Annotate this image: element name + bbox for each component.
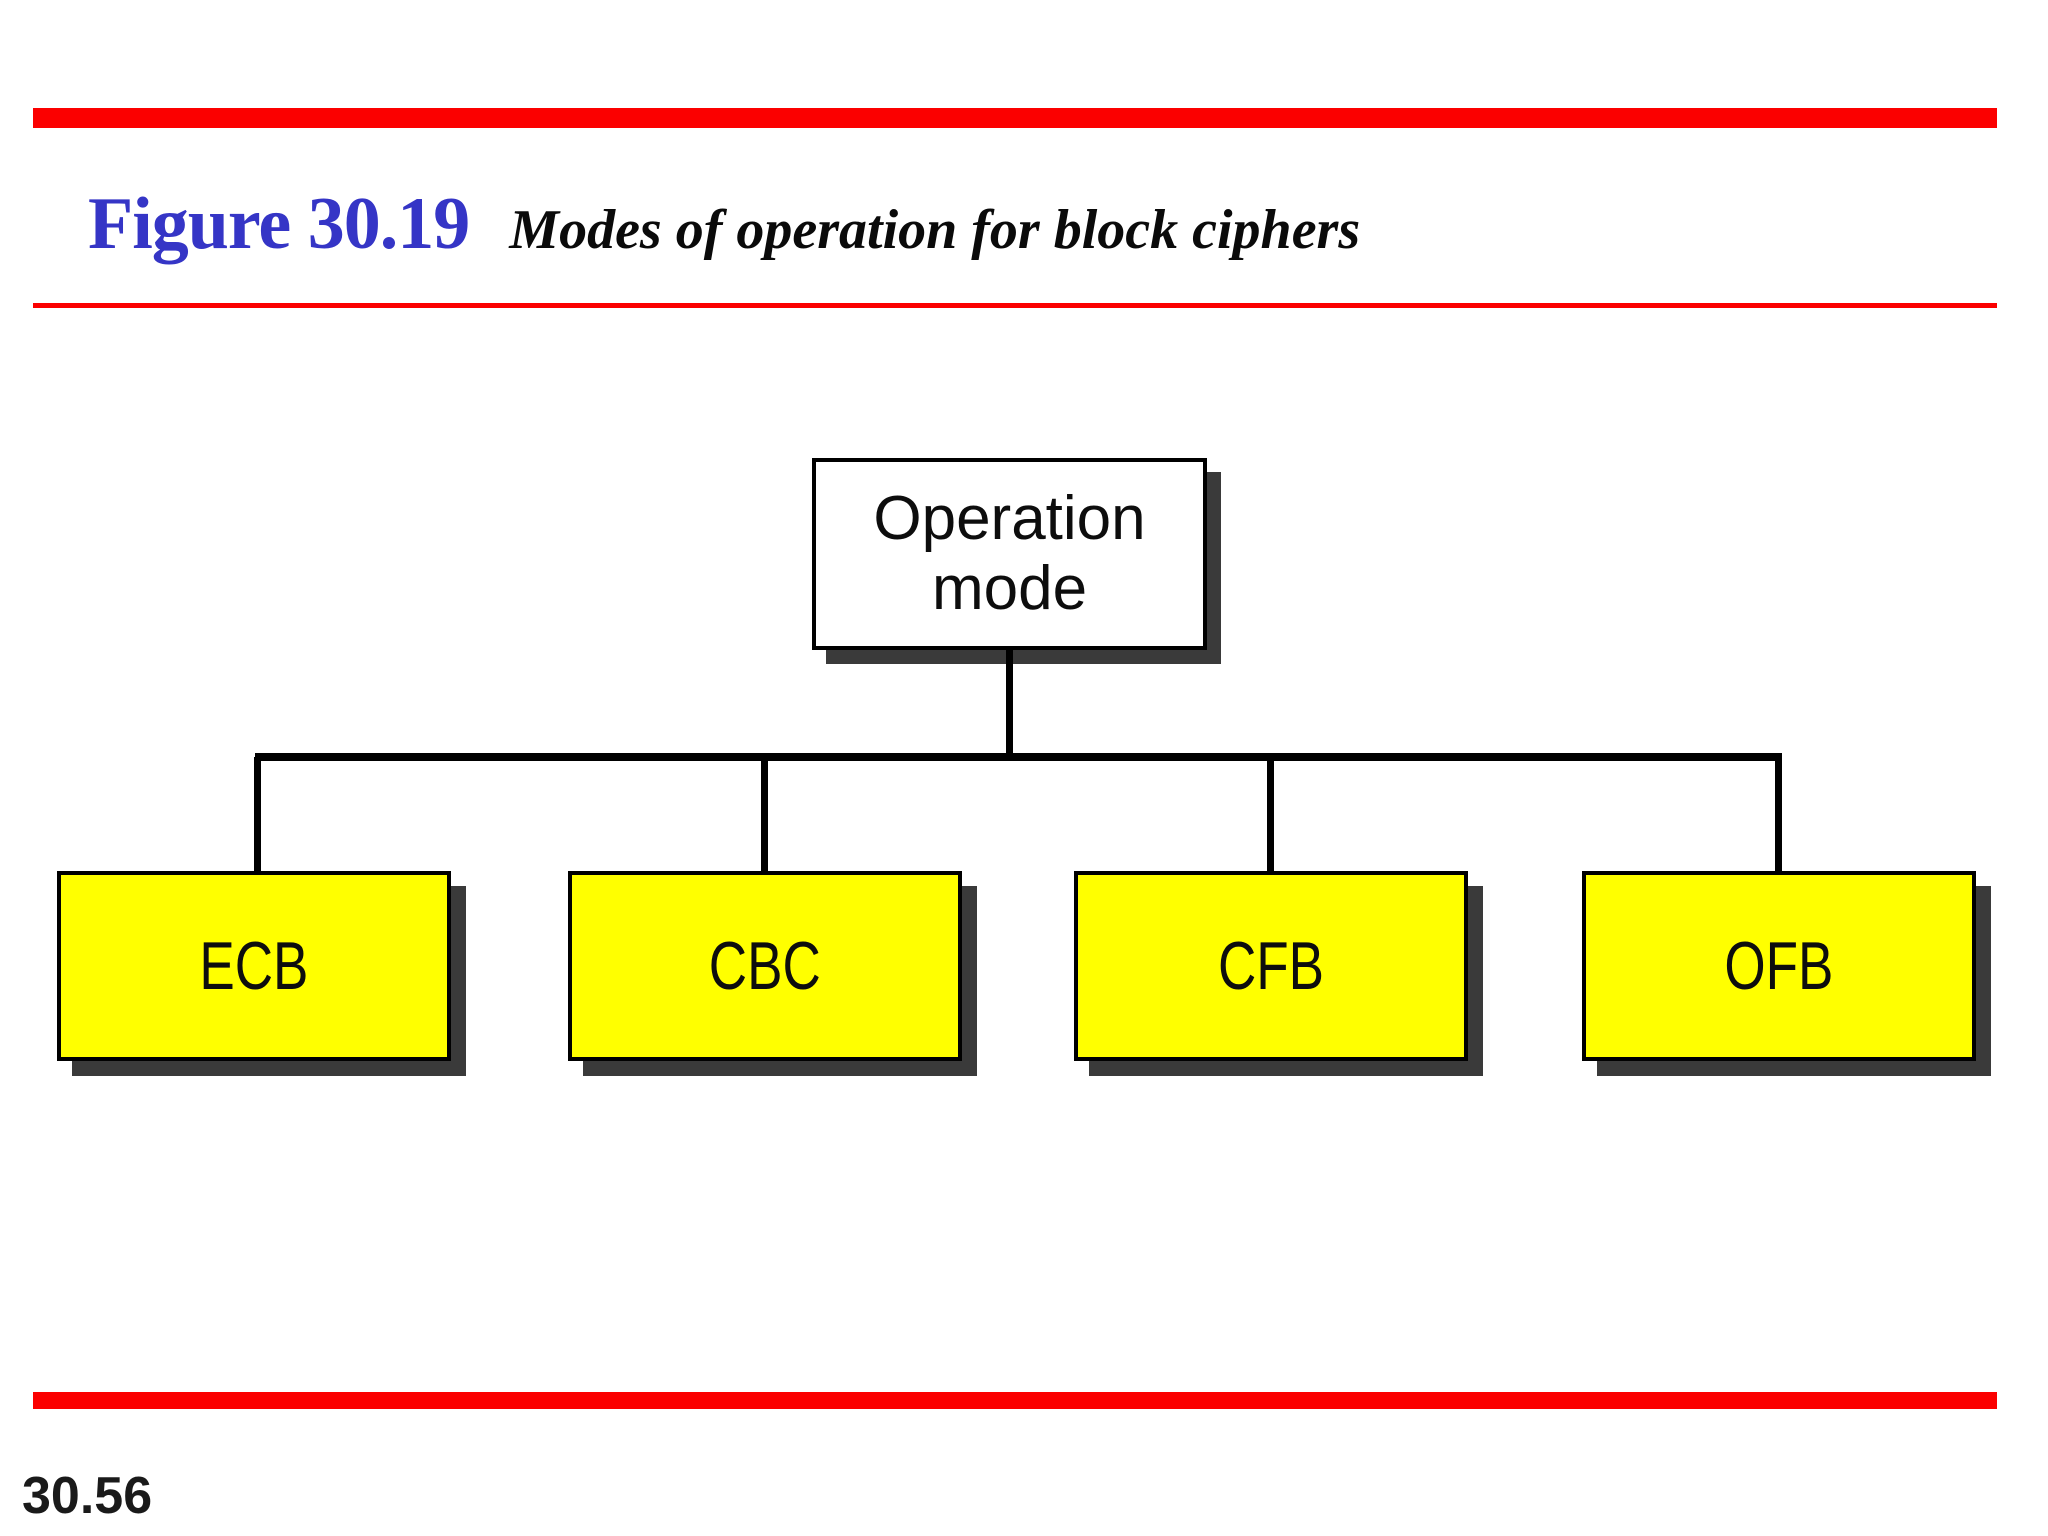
operation-mode-node: Operation mode [812, 458, 1207, 650]
title-row: Figure 30.19 Modes of operation for block… [88, 186, 1360, 282]
figure-caption: Modes of operation for block ciphers [509, 199, 1361, 261]
node-cbc: CBC [568, 871, 962, 1061]
node-cfb: CFB [1074, 871, 1468, 1061]
figure-label: Figure 30.19 [88, 183, 470, 265]
horizontal-rail-connector [255, 753, 1782, 761]
node-cfb-label: CFB [1217, 928, 1325, 1004]
ofb-drop-connector [1775, 757, 1782, 871]
title-divider-line [33, 303, 1997, 308]
node-ofb: OFB [1582, 871, 1976, 1061]
root-stem-connector [1006, 650, 1013, 757]
node-ecb: ECB [57, 871, 451, 1061]
cbc-drop-connector [761, 757, 768, 871]
page-number: 30.56 [22, 1467, 153, 1525]
cfb-drop-connector [1267, 757, 1274, 871]
node-ecb-label: ECB [199, 928, 309, 1004]
node-ofb-label: OFB [1724, 928, 1834, 1004]
top-red-bar [33, 108, 1997, 128]
operation-mode-label: Operation mode [873, 484, 1146, 623]
node-cbc-label: CBC [708, 928, 821, 1004]
bottom-red-bar [33, 1392, 1997, 1409]
ecb-drop-connector [254, 757, 261, 871]
